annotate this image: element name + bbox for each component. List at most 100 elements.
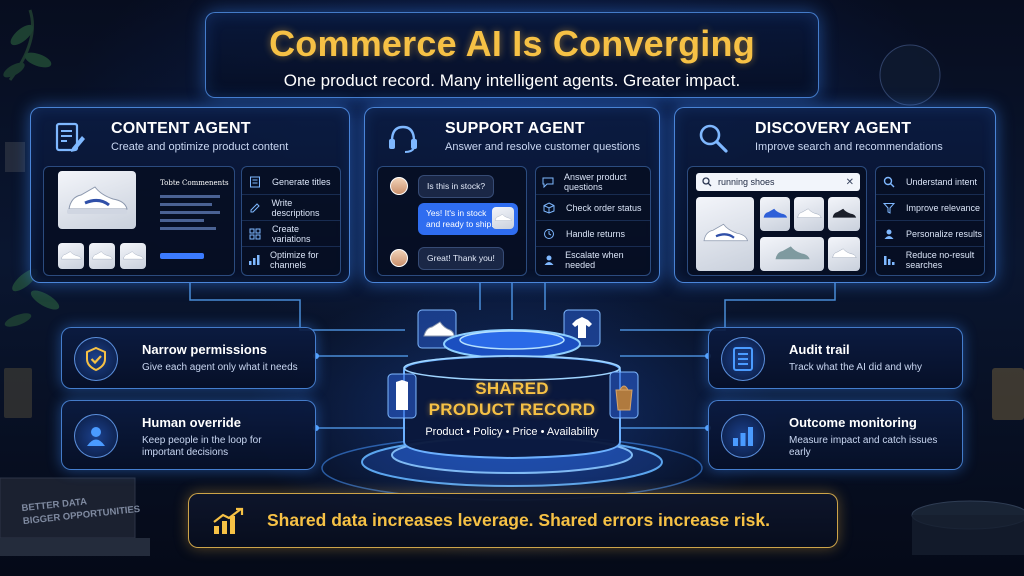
capability-label: Create variations [271, 223, 311, 244]
shared-record-title-2: PRODUCT RECORD [428, 400, 596, 419]
card-audit-trail: Audit trail Track what the AI did and wh… [708, 327, 963, 389]
shoe-icon [67, 186, 128, 214]
bottom-banner: Shared data increases leverage. Shared e… [188, 493, 838, 548]
capability-create-variations: Create variations [242, 221, 340, 247]
shared-record-title-1: SHARED [475, 379, 549, 398]
capability-label: Answer product questions [564, 171, 627, 192]
card-title: Human override [142, 415, 241, 430]
shared-record-podium [387, 309, 639, 460]
capability-label: Generate titles [272, 176, 331, 187]
capability-personalize: Personalize results [876, 221, 984, 247]
customer-avatar [390, 249, 408, 267]
content-agent-capabilities: Generate titles Write descriptions Creat… [241, 166, 341, 276]
connector-lines [189, 283, 836, 429]
person-icon [882, 227, 896, 241]
product-thumb-1 [58, 243, 84, 269]
product-thumb-3 [120, 243, 146, 269]
search-input[interactable]: running shoes ✕ [696, 173, 860, 191]
document-list-icon [721, 337, 765, 381]
card-title: Audit trail [789, 342, 850, 357]
search-results-preview: running shoes ✕ [687, 166, 867, 276]
return-icon [542, 227, 556, 241]
chat-customer-thanks: Great! Thank you! [418, 247, 504, 270]
editor-heading: Tobte Commenents [160, 179, 229, 187]
capability-handle-returns: Handle returns [536, 221, 650, 247]
book-decor [0, 477, 150, 556]
shared-record-subtitle: Product • Policy • Price • Availability [425, 426, 599, 438]
content-agent-panel: CONTENT AGENT Create and optimize produc… [30, 107, 350, 283]
banner-text: Shared data increases leverage. Shared e… [267, 510, 770, 530]
chat-product-thumb [492, 207, 514, 229]
capability-check-order: Check order status [536, 195, 650, 221]
chat-customer-question: Is this in stock? [418, 175, 495, 198]
capability-label: Reduce no-result searches [905, 250, 975, 270]
shoe-icon [703, 223, 748, 242]
result-thumb-black[interactable] [828, 197, 860, 231]
product-image-main [58, 171, 136, 229]
search-icon [882, 175, 896, 189]
sphere-decor [879, 44, 941, 106]
capability-understand-intent: Understand intent [876, 169, 984, 195]
capability-generate-titles: Generate titles [242, 169, 340, 195]
support-agent-desc: Answer and resolve customer questions [445, 141, 641, 153]
capability-write-descriptions: Write descriptions [242, 195, 340, 221]
capability-label: Understand intent [906, 176, 978, 187]
card-desc: Keep people in the loop for important de… [142, 435, 262, 458]
capability-label: Write descriptions [271, 197, 320, 218]
headset-icon [385, 120, 421, 156]
support-agent-capabilities: Answer product questions Check order sta… [535, 166, 651, 276]
card-desc: Measure impact and catch issues early [789, 435, 938, 458]
person-icon [542, 253, 555, 267]
trending-up-chart-icon [211, 506, 245, 541]
capability-escalate: Escalate when needed [536, 247, 650, 273]
chat-icon [542, 175, 554, 189]
page-title: Commerce AI Is Converging [269, 23, 755, 64]
capability-label: Optimize for channels [270, 250, 319, 270]
chat-window: Is this in stock? Yes! It's in stock and… [377, 166, 527, 276]
shared-record-label: SHARED PRODUCT RECORD Product • Policy •… [404, 378, 620, 438]
content-agent-title: CONTENT AGENT [111, 120, 251, 137]
product-thumb-2 [89, 243, 115, 269]
document-edit-icon [51, 120, 87, 156]
card-narrow-permissions: Narrow permissions Give each agent only … [61, 327, 316, 389]
jar-decor [992, 368, 1024, 420]
discovery-agent-title: DISCOVERY AGENT [755, 120, 912, 137]
discovery-agent-panel: DISCOVERY AGENT Improve search and recom… [674, 107, 996, 283]
capability-label: Check order status [566, 202, 642, 213]
page-subtitle: One product record. Many intelligent age… [283, 71, 741, 90]
card-human-override: Human override Keep people in the loop f… [61, 400, 316, 470]
result-thumb-teal[interactable] [760, 237, 824, 271]
editor-text-lines [160, 195, 226, 235]
result-thumb-white-2[interactable] [828, 237, 860, 271]
shield-check-icon [74, 337, 118, 381]
search-icon [702, 177, 712, 187]
editor-save-button[interactable] [160, 253, 204, 259]
chat-agent-reply-text: Yes! It's in stock and ready to ship. [426, 208, 494, 229]
edit-pencil-icon [248, 201, 261, 215]
document-lines-icon [248, 175, 262, 189]
capability-label: Personalize results [906, 228, 983, 239]
capability-reduce-no-result: Reduce no-result searches [876, 247, 984, 273]
filter-icon [882, 201, 896, 215]
title-panel: Commerce AI Is Converging One product re… [205, 12, 819, 98]
result-thumb-white[interactable] [794, 197, 824, 231]
card-title: Outcome monitoring [789, 415, 917, 430]
capability-answer-questions: Answer product questions [536, 169, 650, 195]
result-image-main[interactable] [696, 197, 754, 271]
customer-avatar [390, 177, 408, 195]
clear-icon[interactable]: ✕ [845, 176, 854, 188]
grid-icon [248, 227, 262, 241]
content-agent-desc: Create and optimize product content [111, 141, 289, 153]
card-desc: Give each agent only what it needs [142, 362, 298, 373]
chart-down-icon [882, 253, 896, 267]
support-agent-panel: SUPPORT AGENT Answer and resolve custome… [364, 107, 660, 283]
capability-label: Improve relevance [906, 202, 981, 213]
card-desc: Track what the AI did and why [789, 362, 923, 373]
bar-chart-icon [248, 253, 260, 267]
result-thumb-blue[interactable] [760, 197, 790, 231]
card-outcome-monitoring: Outcome monitoring Measure impact and ca… [708, 400, 963, 470]
capability-label: Handle returns [566, 228, 626, 239]
capability-improve-relevance: Improve relevance [876, 195, 984, 221]
support-agent-title: SUPPORT AGENT [445, 120, 585, 137]
